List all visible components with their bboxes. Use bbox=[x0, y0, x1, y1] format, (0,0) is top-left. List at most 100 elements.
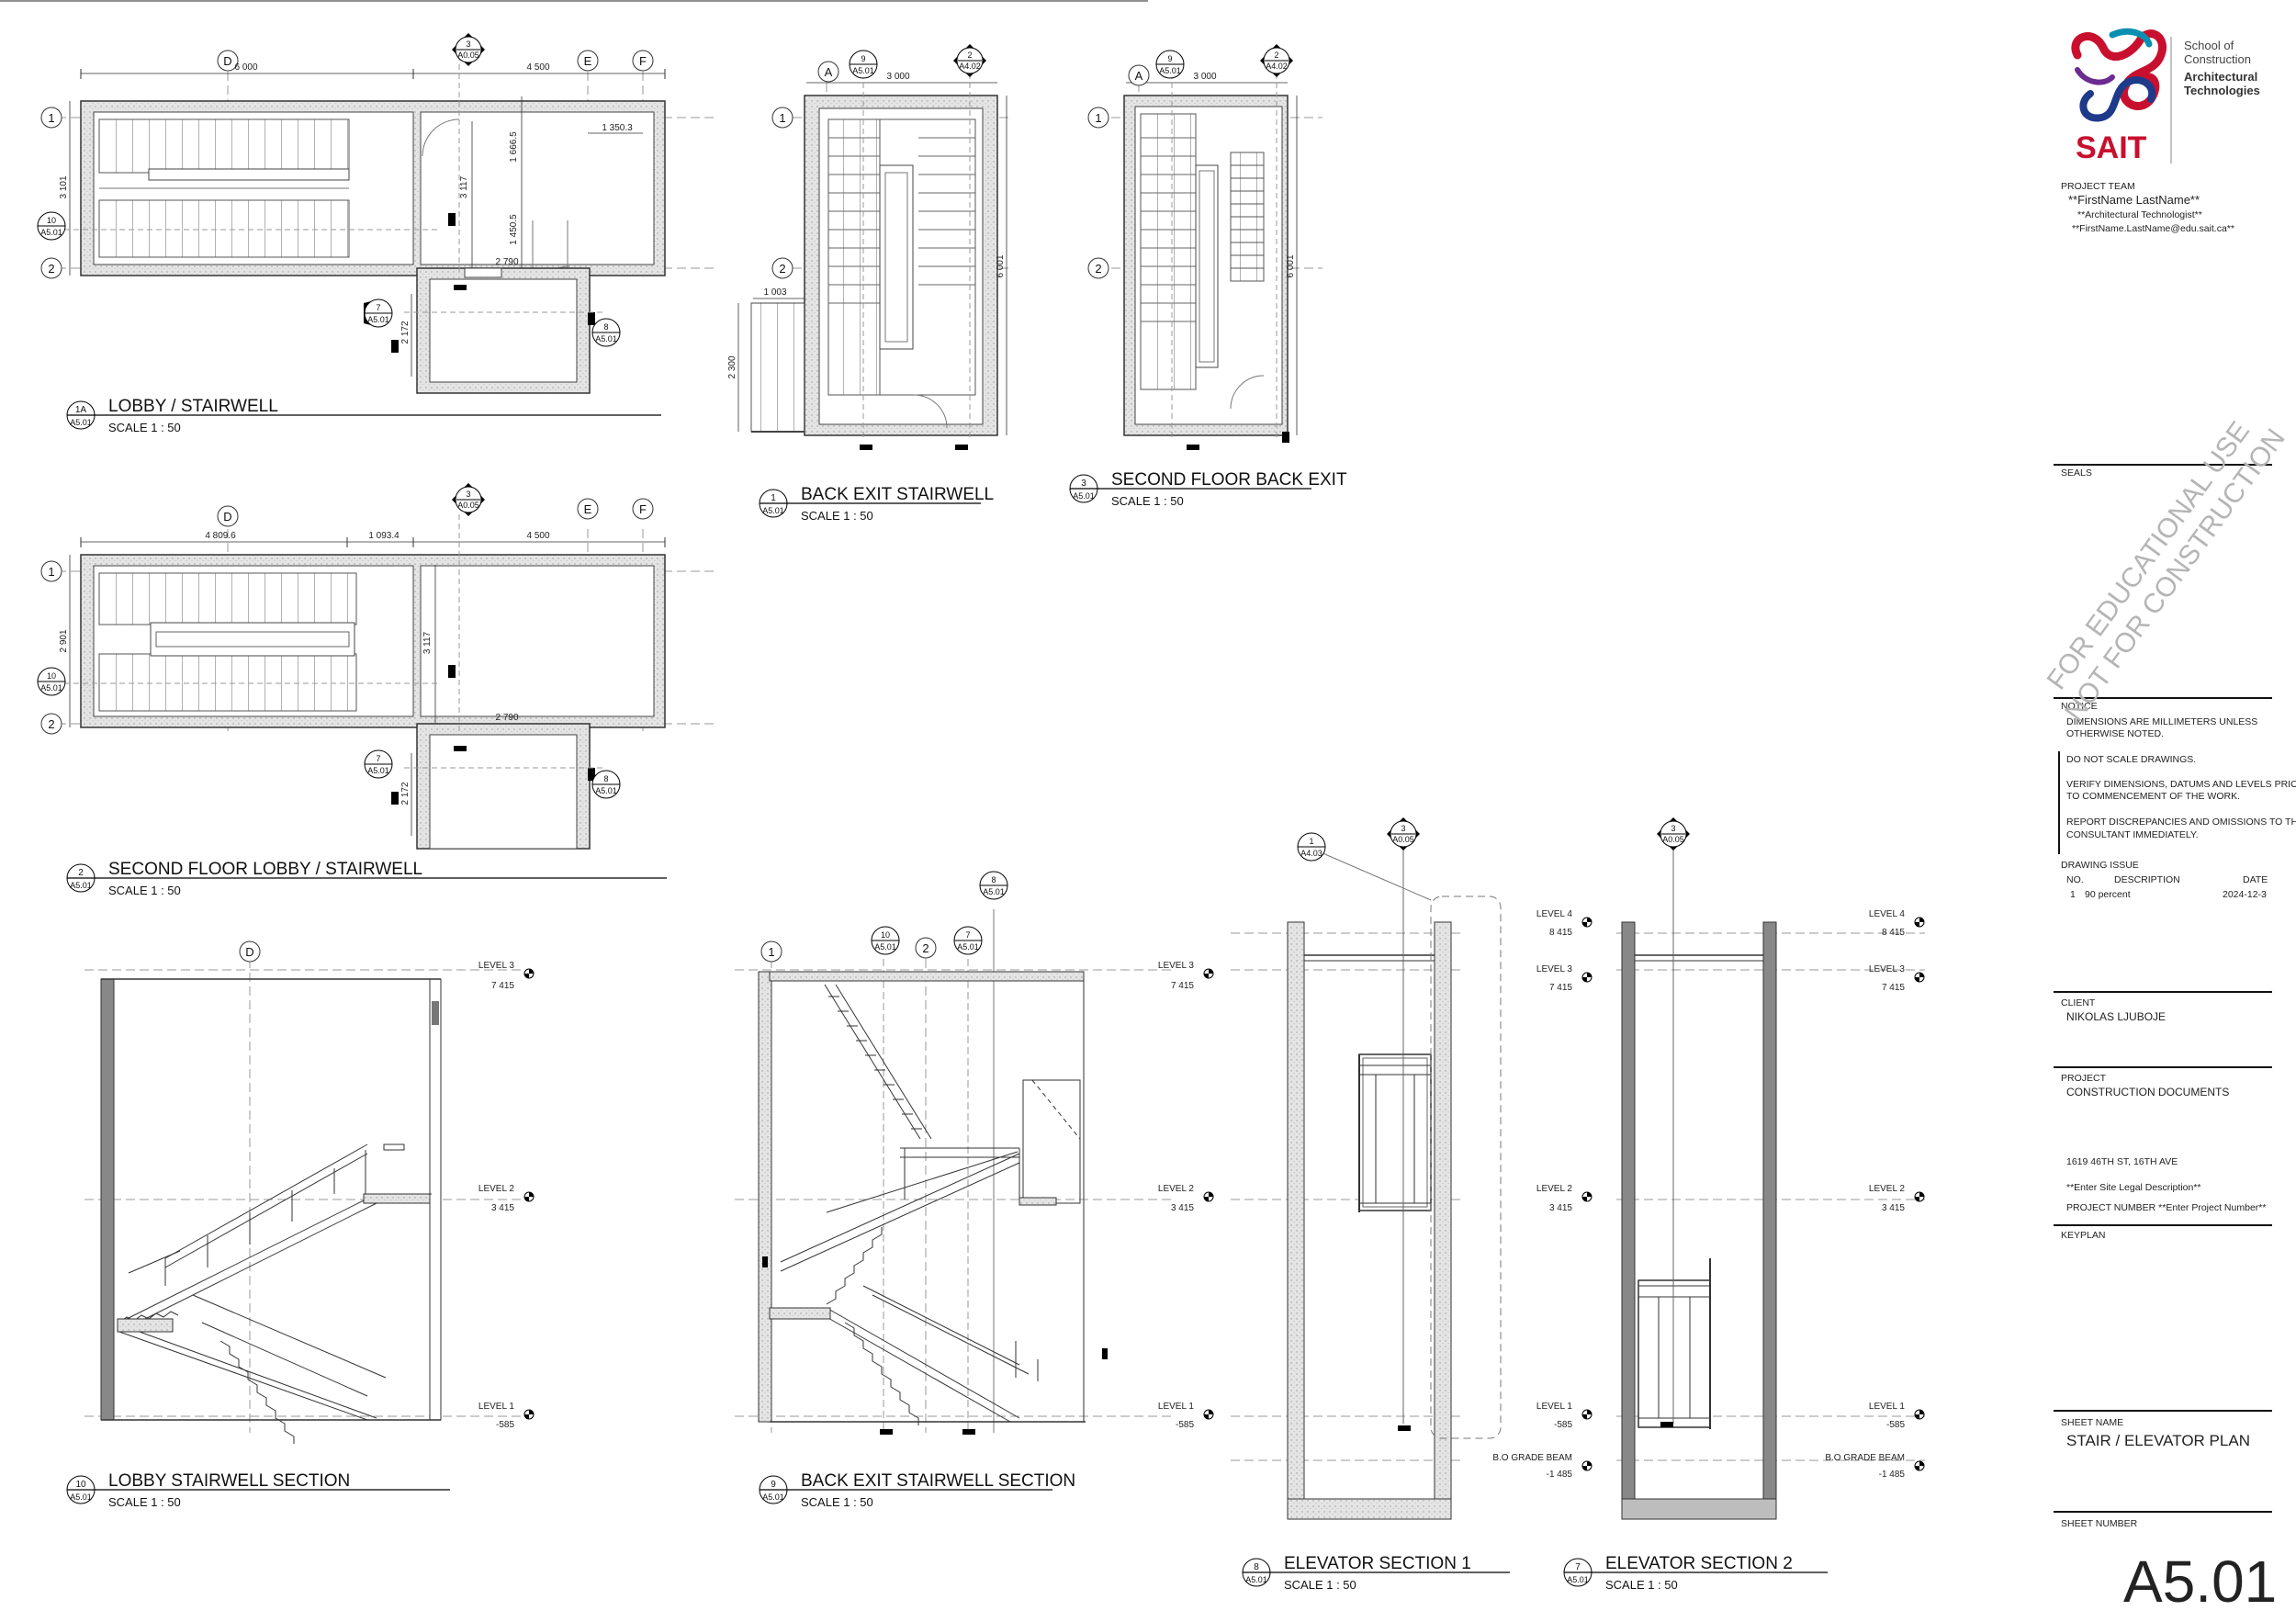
view-scale: SCALE 1 : 50 bbox=[1284, 1578, 1356, 1592]
dimension-text: 3 000 bbox=[886, 72, 909, 82]
svg-text:SAIT: SAIT bbox=[2076, 130, 2147, 165]
view-scale: SCALE 1 : 50 bbox=[1111, 494, 1184, 508]
svg-text:NOT FOR CONSTRUCTION: NOT FOR CONSTRUCTION bbox=[2059, 423, 2291, 727]
svg-text:2: 2 bbox=[967, 51, 972, 60]
issue-col-desc: DESCRIPTION bbox=[2114, 874, 2180, 885]
dimension-text: 3 101 bbox=[59, 175, 69, 198]
plan-second-floor-back-exit bbox=[1111, 64, 1322, 450]
grid-label: F bbox=[639, 502, 647, 516]
grid-label: E bbox=[584, 502, 592, 516]
grid-label: 1 bbox=[768, 945, 774, 959]
sheet-number: A5.01 bbox=[2123, 1549, 2277, 1615]
grid-label: D bbox=[223, 510, 231, 524]
project-name: CONSTRUCTION DOCUMENTS bbox=[2066, 1086, 2229, 1098]
grid-label: D bbox=[245, 945, 253, 959]
grid-label: 1 bbox=[48, 111, 54, 125]
view-number: 2 bbox=[78, 868, 84, 878]
view-title: ELEVATOR SECTION 1 bbox=[1284, 1554, 1471, 1573]
level-label: LEVEL 3 bbox=[1158, 961, 1195, 971]
view-title: SECOND FLOOR BACK EXIT bbox=[1111, 470, 1347, 490]
view-scale: SCALE 1 : 50 bbox=[801, 509, 873, 523]
elevation-tag: 3A0.05 bbox=[452, 483, 485, 516]
dimension-text: 3 000 bbox=[1193, 72, 1216, 82]
svg-text:2: 2 bbox=[1274, 51, 1278, 60]
svg-text:8: 8 bbox=[603, 774, 608, 783]
issue-row-date: 2024-12-3 bbox=[2223, 889, 2267, 900]
keyplan-header: KEYPLAN bbox=[2061, 1230, 2105, 1241]
issue-col-no: NO. bbox=[2066, 874, 2084, 885]
section-tag: 8A5.01 bbox=[591, 770, 621, 799]
grid-bubble bbox=[40, 107, 62, 129]
project-address: 1619 46TH ST, 16TH AVE bbox=[2066, 1156, 2178, 1167]
grid-label: 2 bbox=[48, 717, 54, 731]
view-number: 3 bbox=[1081, 479, 1086, 489]
view-sheet-ref: A5.01 bbox=[70, 1492, 92, 1502]
dimension-text: 4 500 bbox=[526, 62, 549, 73]
svg-text:3: 3 bbox=[466, 490, 470, 499]
view-title: SECOND FLOOR LOBBY / STAIRWELL bbox=[108, 860, 422, 879]
team-email: **FirstName.LastName@edu.sait.ca** bbox=[2072, 223, 2234, 234]
issue-row-no: 1 bbox=[2070, 889, 2076, 900]
dimension-text: 4 500 bbox=[526, 531, 549, 541]
level-value: -1 485 bbox=[1547, 1470, 1573, 1480]
dimension-text: 3 117 bbox=[459, 175, 469, 198]
view-title: BACK EXIT STAIRWELL bbox=[801, 485, 994, 504]
svg-text:A0.05: A0.05 bbox=[1662, 835, 1684, 844]
view-sheet-ref: A5.01 bbox=[70, 418, 92, 427]
svg-text:1: 1 bbox=[1309, 837, 1313, 846]
section-tag: 7A5.01 bbox=[364, 298, 393, 328]
notice-line: TO COMMENCEMENT OF THE WORK. bbox=[2066, 791, 2240, 802]
dimension-text: 2 300 bbox=[727, 355, 737, 378]
notice-header: NOTICE bbox=[2061, 701, 2098, 712]
svg-text:7: 7 bbox=[376, 754, 380, 763]
level-value: 7 415 bbox=[1882, 983, 1905, 993]
view-sheet-ref: A5.01 bbox=[762, 1492, 784, 1502]
elevation-tag: 2A4.02 bbox=[953, 44, 986, 77]
level-value: 7 415 bbox=[1549, 983, 1572, 993]
view-scale: SCALE 1 : 50 bbox=[108, 1495, 181, 1509]
svg-text:9: 9 bbox=[1167, 54, 1172, 63]
grid-bubble bbox=[217, 505, 239, 527]
svg-text:Technologies: Technologies bbox=[2184, 84, 2260, 97]
section-lobby-stairwell bbox=[84, 959, 523, 1444]
svg-text:A5.01: A5.01 bbox=[40, 228, 62, 237]
sheet-name: STAIR / ELEVATOR PLAN bbox=[2066, 1432, 2250, 1449]
plan-lobby-stairwell bbox=[55, 55, 716, 394]
level-label: LEVEL 4 bbox=[1536, 909, 1573, 919]
grid-label: 2 bbox=[48, 262, 54, 276]
grid-bubble bbox=[632, 50, 654, 72]
section-elevator-1 bbox=[1231, 845, 1502, 1520]
svg-text:A5.01: A5.01 bbox=[595, 786, 617, 795]
grid-bubble bbox=[577, 50, 599, 72]
level-label: LEVEL 1 bbox=[1158, 1402, 1195, 1412]
grid-bubble bbox=[40, 560, 62, 582]
dimension-text: 2 790 bbox=[495, 257, 518, 267]
level-value: 7 415 bbox=[1171, 981, 1194, 991]
team-name: **FirstName LastName** bbox=[2068, 193, 2200, 207]
view-number: 7 bbox=[1575, 1562, 1581, 1572]
svg-text:7: 7 bbox=[376, 303, 380, 312]
dimension-text: 2 901 bbox=[59, 629, 69, 652]
grid-bubble bbox=[577, 498, 599, 520]
level-value: 8 415 bbox=[1549, 928, 1572, 938]
svg-text:A0.05: A0.05 bbox=[1392, 835, 1414, 844]
dimension-text: 6 001 bbox=[1286, 254, 1296, 277]
grid-bubble bbox=[239, 941, 261, 963]
svg-text:Construction: Construction bbox=[2184, 52, 2251, 66]
grid-label: 2 bbox=[922, 941, 929, 955]
svg-text:A5.01: A5.01 bbox=[1159, 66, 1181, 75]
notice-line: DIMENSIONS ARE MILLIMETERS UNLESS bbox=[2066, 716, 2257, 727]
level-label: LEVEL 3 bbox=[1536, 964, 1573, 974]
view-sheet-ref: A5.01 bbox=[1567, 1575, 1589, 1584]
notice-line: VERIFY DIMENSIONS, DATUMS AND LEVELS PRI… bbox=[2066, 779, 2296, 790]
dimension-text: 1 666.5 bbox=[509, 131, 519, 163]
svg-text:A4.03: A4.03 bbox=[1300, 849, 1322, 858]
view-scale: SCALE 1 : 50 bbox=[108, 421, 181, 434]
view-number: 9 bbox=[771, 1480, 776, 1490]
grid-label: 1 bbox=[48, 565, 54, 579]
elevation-tag: 3A0.05 bbox=[1657, 817, 1690, 850]
